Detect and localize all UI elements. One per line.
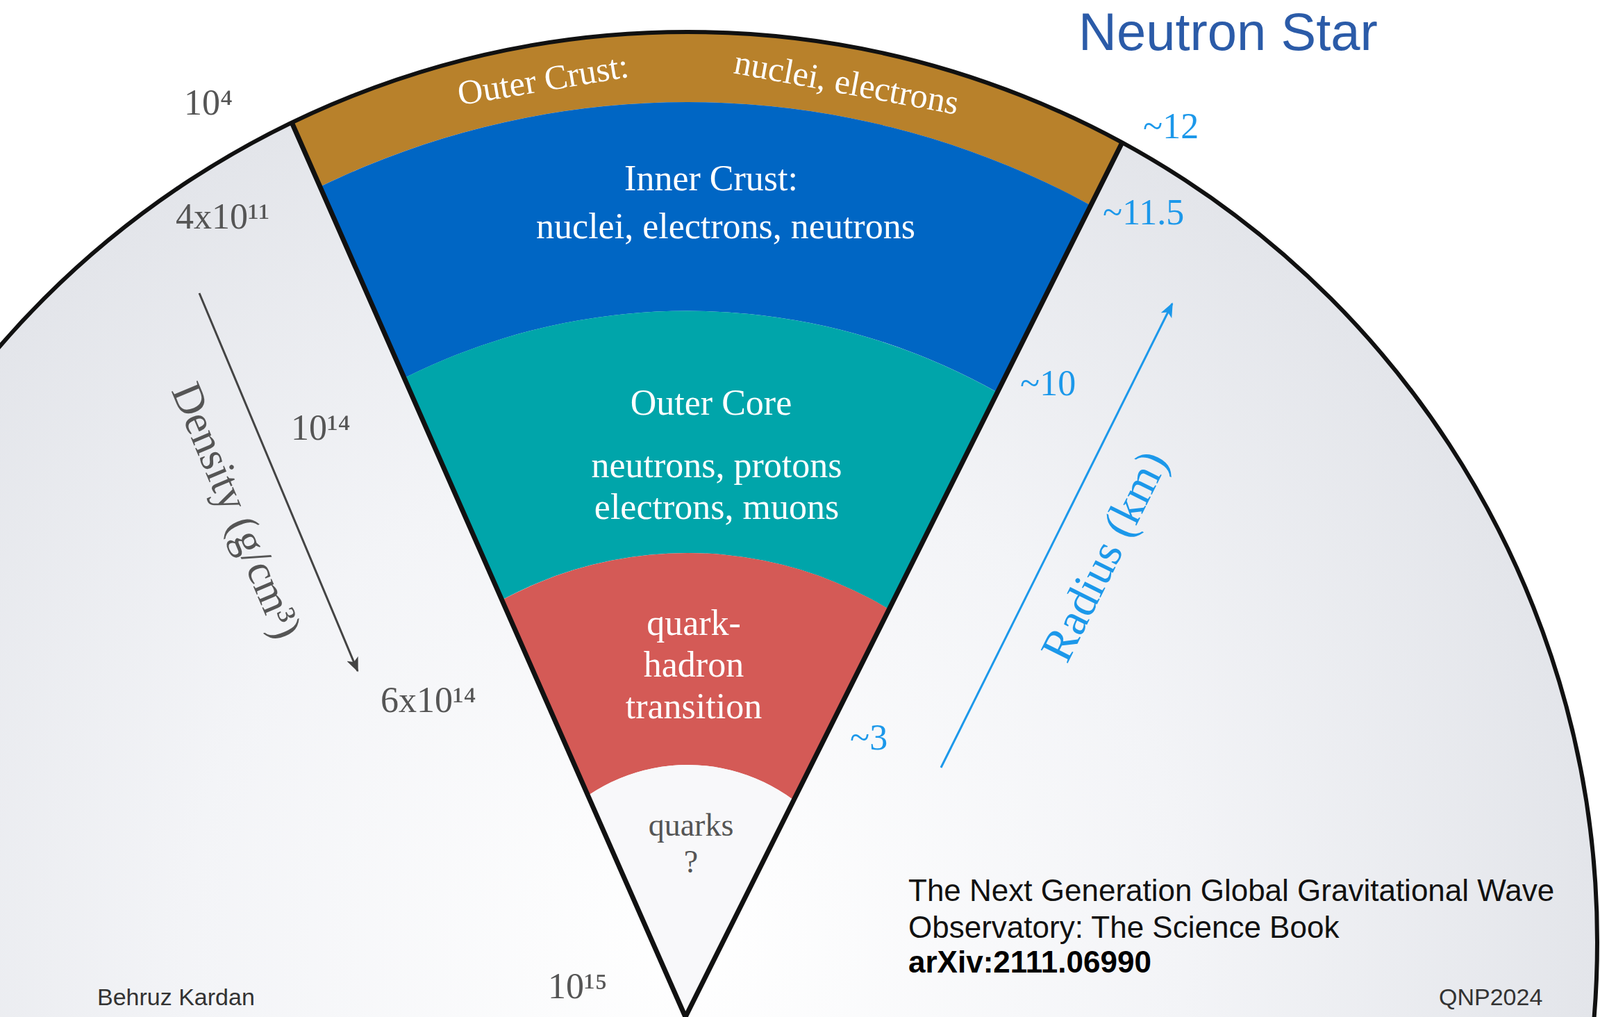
transition-band: quark- hadron transition bbox=[499, 550, 892, 803]
density-value: 10⁴ bbox=[184, 81, 233, 124]
density-value: 10¹⁵ bbox=[547, 965, 608, 1007]
source-id: arXiv:2111.06990 bbox=[908, 944, 1152, 980]
band-heading: Outer Core bbox=[630, 381, 792, 424]
density-value: 6x10¹⁴ bbox=[380, 679, 477, 721]
band-shape bbox=[585, 761, 797, 1017]
density-value: 10¹⁴ bbox=[290, 406, 351, 449]
band-body: neutrons, protons electrons, muons bbox=[536, 444, 898, 528]
source-caption: The Next Generation Global Gravitational… bbox=[908, 872, 1575, 946]
radius-value: ~12 bbox=[1143, 105, 1199, 148]
star-disc bbox=[0, 31, 1598, 1017]
quark-core: quarks ? bbox=[585, 761, 797, 1017]
conference-tag: QNP2024 bbox=[1438, 983, 1543, 1011]
band-heading: quark- hadron transition bbox=[600, 602, 788, 727]
radius-value: ~11.5 bbox=[1102, 191, 1185, 234]
radius-value: ~3 bbox=[850, 716, 888, 759]
diagram-title: Neutron Star bbox=[1078, 1, 1378, 62]
band-fill bbox=[510, 764, 865, 1017]
radius-value: ~10 bbox=[1020, 362, 1076, 405]
band-fill bbox=[0, 31, 1598, 1017]
star-outline bbox=[0, 31, 1598, 1017]
band-heading: quarks ? bbox=[642, 806, 740, 881]
band-body: nuclei, electrons, neutrons bbox=[536, 205, 916, 248]
band-heading: Inner Crust: bbox=[624, 157, 798, 200]
density-value: 4x10¹¹ bbox=[175, 195, 270, 238]
author-name: Behruz Kardan bbox=[97, 983, 255, 1011]
